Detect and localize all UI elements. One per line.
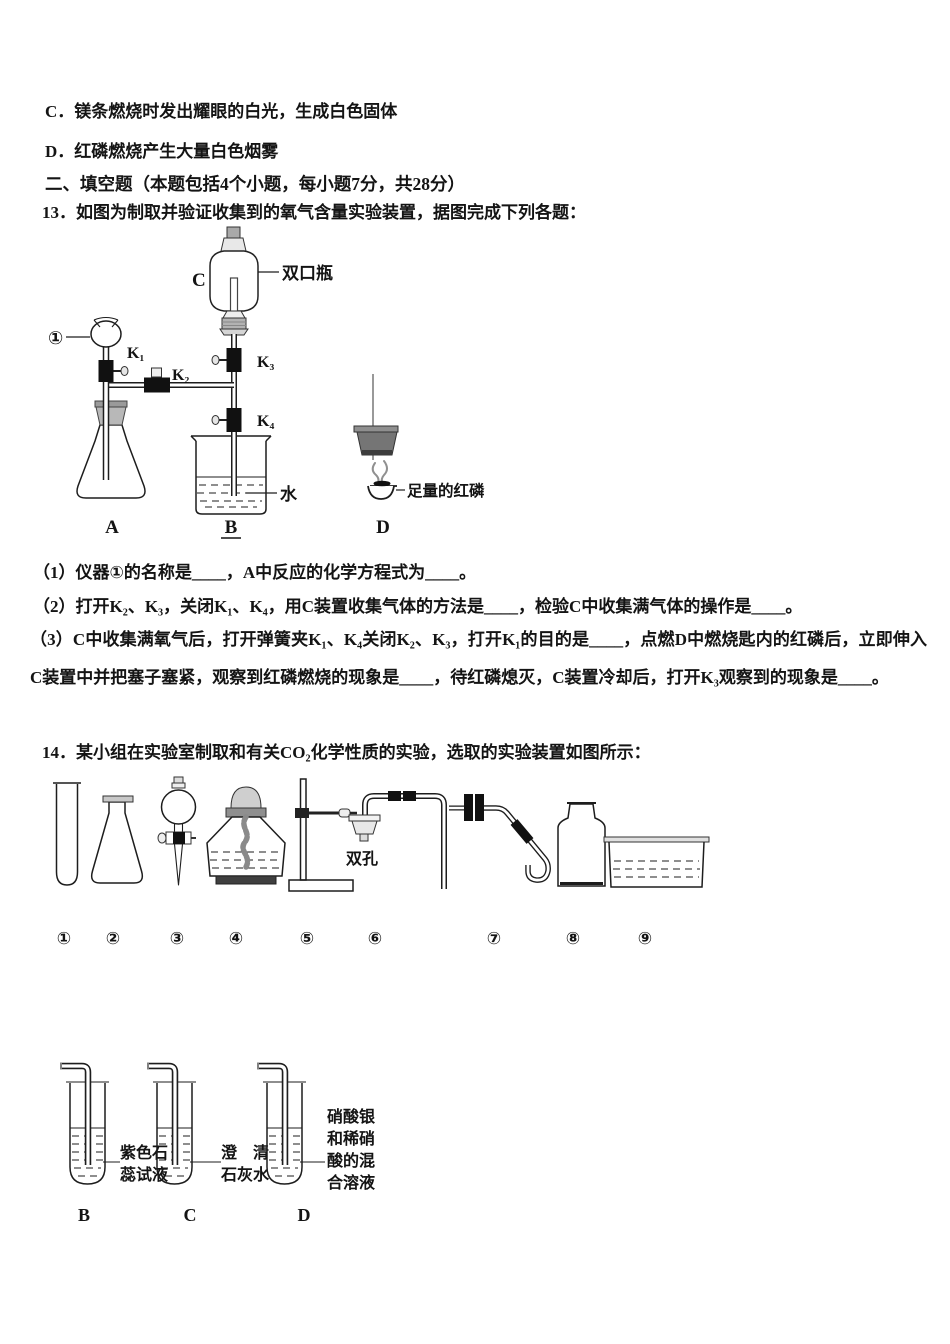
double-hole-funnel-tube: 双孔 [346, 791, 447, 889]
valve-k4-label: K₄ [257, 413, 274, 430]
reagent-b-label-line1: 紫色石 [120, 1143, 168, 1162]
apparatus-number-7: ⑦ [487, 929, 501, 948]
apparatus-number-5: ⑤ [300, 929, 314, 948]
q13-part2: （2）打开K₂、K₃，关闭K₁、K₄，用C装置收集气体的方法是____，检验C中… [33, 597, 803, 616]
q13-stem: 13．如图为制取并验证收集到的氧气含量实验装置，据图完成下列各题： [42, 203, 586, 222]
reagent-tube-d: 硝酸银 和稀硝 酸的混 合溶液 D [257, 1062, 376, 1225]
device-c-label: C [192, 270, 206, 291]
option-d-text: D．红磷燃烧产生大量白色烟雾 [45, 142, 279, 161]
lamp-wick [240, 814, 251, 870]
device-b-label: B [225, 517, 238, 538]
reagent-c-label-line2: 石灰水 [220, 1165, 270, 1184]
valve-k3-label: K₃ [257, 354, 274, 371]
alcohol-lamp [206, 786, 286, 885]
q14-apparatus-diagram: 双孔 ① ② ③ [53, 776, 710, 948]
apparatus-number-2: ② [106, 929, 120, 948]
beaker-b: 水 B [190, 435, 298, 539]
reagent-d-label-line3: 酸的混 [327, 1151, 375, 1170]
gas-collecting-bottle [557, 802, 606, 887]
reagent-tube-c: 澄 清 石灰水 C [147, 1062, 270, 1225]
device-d-label: D [376, 517, 390, 538]
iron-stand [288, 778, 357, 892]
instrument-1-marker: ① [48, 328, 63, 348]
water-label: 水 [280, 484, 298, 504]
valve-k2: K₂ [144, 367, 189, 393]
reagent-c-label-line1: 澄 清 [221, 1143, 269, 1162]
reagent-d-label-line4: 合溶液 [327, 1173, 376, 1192]
valve-k2-label: K₂ [172, 367, 189, 384]
device-a-label: A [105, 517, 119, 538]
reagent-tube-b: 紫色石 蕊试液 B [60, 1062, 169, 1225]
red-phosphorus-label: 足量的红磷 [407, 481, 485, 500]
double-mouth-bottle-c: C 双口瓶 [192, 226, 333, 336]
q14-reagent-tubes-diagram: 紫色石 蕊试液 B 澄 清 石灰水 C [60, 1062, 376, 1225]
valve-k1: K₁ [98, 345, 144, 382]
reagent-tube-c-letter: C [184, 1205, 197, 1225]
valve-k1-label: K₁ [127, 345, 144, 362]
apparatus-number-8: ⑧ [566, 929, 580, 948]
apparatus-number-9: ⑨ [638, 929, 652, 948]
reagent-d-label-line2: 和稀硝 [327, 1129, 375, 1148]
erlenmeyer-flask-a: A [76, 400, 146, 538]
apparatus-number-6: ⑥ [368, 929, 382, 948]
reagent-tube-b-letter: B [78, 1205, 90, 1225]
water-trough [603, 836, 710, 888]
q13-apparatus-diagram: C 双口瓶 水 B A [48, 226, 485, 539]
apparatus-number-3: ③ [170, 929, 184, 948]
red-phosphorus-spoon-d: 足量的红磷 D [353, 374, 485, 538]
q13-part1: （1）仪器①的名称是____，A中反应的化学方程式为____。 [33, 563, 477, 582]
test-tube [53, 782, 81, 886]
q13-part3: （3）C中收集满氧气后，打开弹簧夹K₁、K₄关闭K₂、K₃，打开K₁的目的是__… [30, 630, 927, 687]
apparatus-number-row: ① ② ③ ④ ⑤ ⑥ ⑦ ⑧ ⑨ [57, 929, 652, 948]
apparatus-number-1: ① [57, 929, 71, 948]
double-hole-label: 双孔 [346, 850, 378, 868]
apparatus-number-4: ④ [229, 929, 243, 948]
section2-heading: 二、填空题（本题包括4个小题，每小题7分，共28分） [45, 174, 465, 194]
conical-flask [90, 795, 144, 884]
valve-k3: K₃ [211, 348, 274, 372]
valve-k4: K₄ [211, 408, 274, 432]
option-c-text: C．镁条燃烧时发出耀眼的白光，生成白色固体 [45, 102, 398, 121]
bent-delivery-tube [449, 794, 551, 883]
double-mouth-bottle-label: 双口瓶 [282, 263, 333, 283]
dropping-funnel: ① [48, 316, 122, 348]
reagent-d-label-line1: 硝酸银 [327, 1107, 376, 1126]
q14-stem: 14．某小组在实验室制取和有关CO₂化学性质的实验，选取的实验装置如图所示： [42, 743, 651, 762]
reagent-tube-d-letter: D [298, 1205, 311, 1225]
separating-funnel [157, 776, 197, 886]
